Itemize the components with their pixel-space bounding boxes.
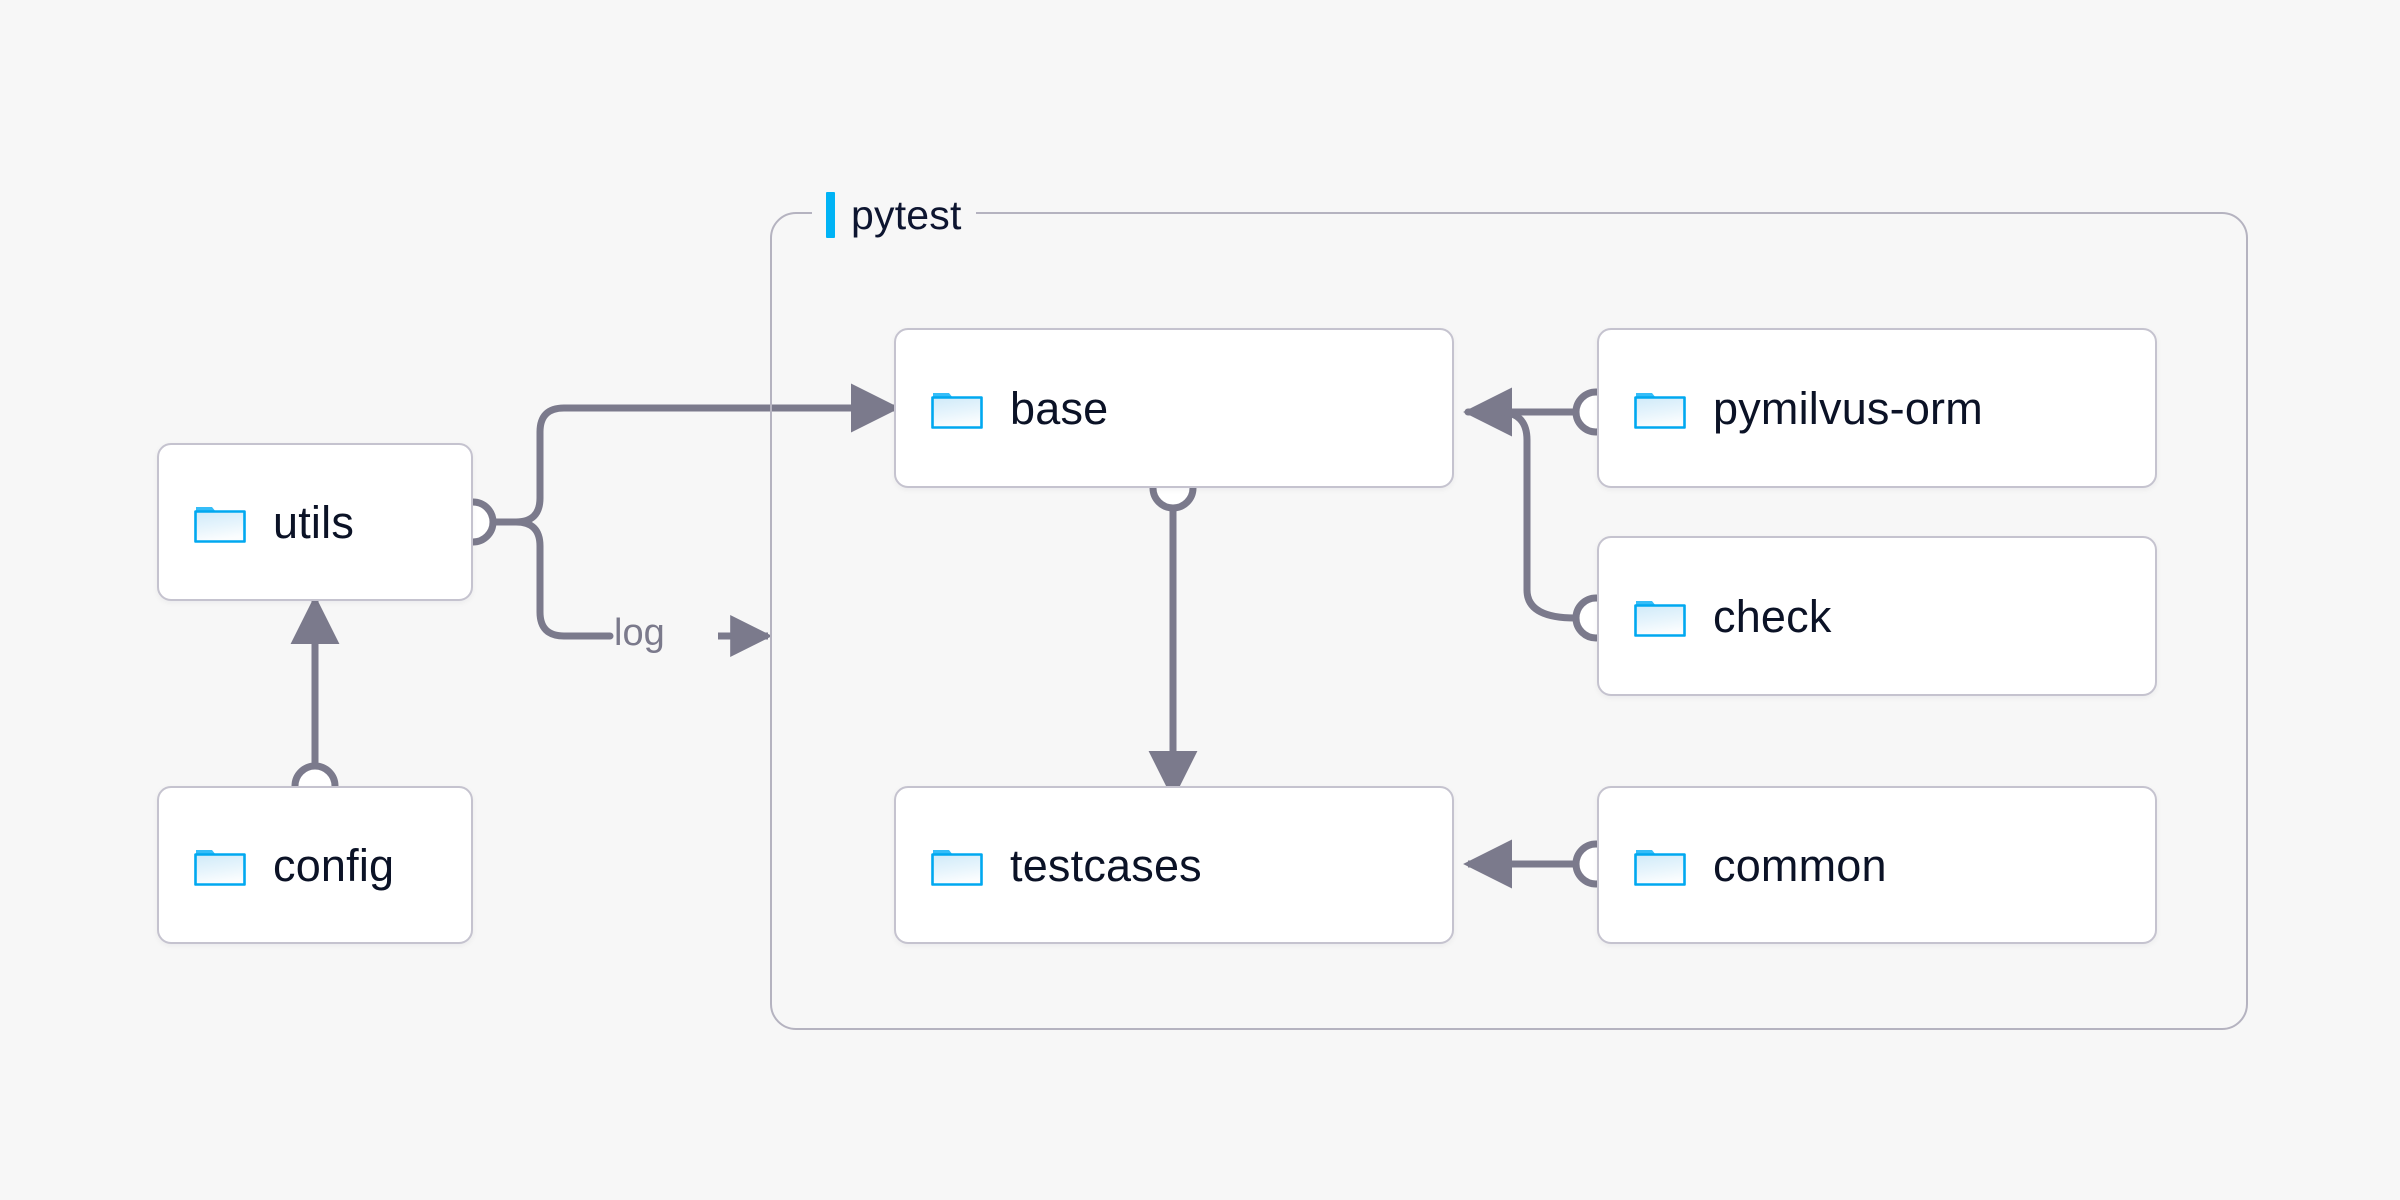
node-label-utils: utils	[273, 496, 355, 548]
node-label-check: check	[1713, 590, 1832, 642]
node-check[interactable]: check	[1597, 536, 2157, 696]
node-testcases[interactable]: testcases	[894, 786, 1454, 944]
node-label-pymilvus-orm: pymilvus-orm	[1713, 382, 1983, 434]
group-title-text: pytest	[851, 191, 962, 238]
folder-icon	[931, 393, 983, 429]
folder-icon	[194, 507, 246, 543]
node-label-base: base	[1010, 382, 1109, 434]
node-label-config: config	[273, 839, 395, 891]
node-pymilvus-orm[interactable]: pymilvus-orm	[1597, 328, 2157, 488]
folder-icon	[194, 850, 246, 886]
accent-bar-icon	[826, 192, 835, 238]
group-container-pytest	[770, 212, 2248, 1030]
folder-icon	[1634, 601, 1686, 637]
folder-icon	[1634, 850, 1686, 886]
node-common[interactable]: common	[1597, 786, 2157, 944]
node-label-common: common	[1713, 839, 1887, 891]
node-label-testcases: testcases	[1010, 839, 1202, 891]
node-base[interactable]: base	[894, 328, 1454, 488]
group-label-pytest: pytest	[812, 188, 976, 242]
node-config[interactable]: config	[157, 786, 473, 944]
node-utils[interactable]: utils	[157, 443, 473, 601]
folder-icon	[1634, 393, 1686, 429]
folder-icon	[931, 850, 983, 886]
edge-label-log: log	[614, 612, 665, 654]
